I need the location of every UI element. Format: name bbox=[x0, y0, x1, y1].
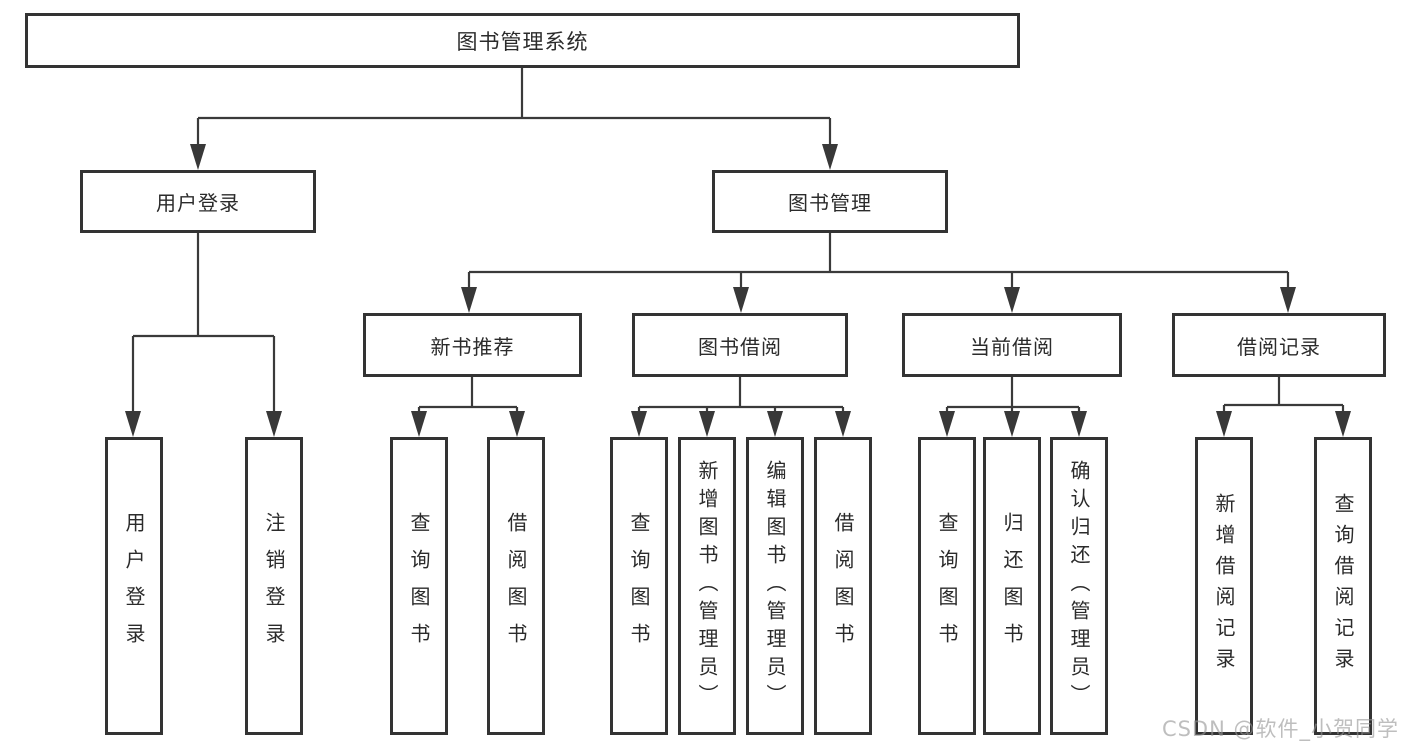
leaf-add-borrow-record: 新增借阅记录 bbox=[1195, 437, 1253, 735]
leaf-query-borrow-record-label: 查询借阅记录 bbox=[1331, 493, 1355, 679]
leaf-confirm-return-admin: 确认归还（管理员） bbox=[1050, 437, 1108, 735]
leaf-logout-login: 注销登录 bbox=[245, 437, 303, 735]
node-borrowing-records: 借阅记录 bbox=[1172, 313, 1386, 377]
leaf-logout-login-label: 注销登录 bbox=[262, 512, 286, 660]
node-current-borrowing: 当前借阅 bbox=[902, 313, 1122, 377]
node-book-borrowing: 图书借阅 bbox=[632, 313, 848, 377]
node-new-book-recommend-label: 新书推荐 bbox=[430, 334, 515, 359]
leaf-return-book: 归还图书 bbox=[983, 437, 1041, 735]
leaf-user-login: 用户登录 bbox=[105, 437, 163, 735]
node-root: 图书管理系统 bbox=[25, 13, 1020, 68]
node-book-borrowing-label: 图书借阅 bbox=[698, 334, 782, 359]
leaf-query-book-1: 查询图书 bbox=[390, 437, 448, 735]
leaf-edit-book-admin: 编辑图书（管理员） bbox=[746, 437, 804, 735]
leaf-borrow-book-1: 借阅图书 bbox=[487, 437, 545, 735]
leaf-borrow-book-2: 借阅图书 bbox=[814, 437, 872, 735]
node-new-book-recommend: 新书推荐 bbox=[363, 313, 582, 377]
node-current-borrowing-label: 当前借阅 bbox=[970, 334, 1054, 359]
leaf-user-login-label: 用户登录 bbox=[122, 512, 146, 660]
leaf-query-borrow-record: 查询借阅记录 bbox=[1314, 437, 1372, 735]
leaf-query-book-2-label: 查询图书 bbox=[627, 512, 651, 660]
node-book-management: 图书管理 bbox=[712, 170, 948, 233]
leaf-add-book-admin-label: 新增图书（管理员） bbox=[695, 460, 719, 712]
leaf-query-book-3-label: 查询图书 bbox=[935, 512, 959, 660]
leaf-borrow-book-2-label: 借阅图书 bbox=[831, 512, 855, 660]
leaf-query-book-3: 查询图书 bbox=[918, 437, 976, 735]
leaf-query-book-2: 查询图书 bbox=[610, 437, 668, 735]
node-user-login: 用户登录 bbox=[80, 170, 316, 233]
node-user-login-label: 用户登录 bbox=[156, 191, 240, 215]
leaf-confirm-return-admin-label: 确认归还（管理员） bbox=[1067, 460, 1091, 712]
node-borrowing-records-label: 借阅记录 bbox=[1237, 334, 1321, 359]
leaf-edit-book-admin-label: 编辑图书（管理员） bbox=[763, 460, 787, 712]
leaf-query-book-1-label: 查询图书 bbox=[407, 512, 431, 660]
leaf-borrow-book-1-label: 借阅图书 bbox=[504, 512, 528, 660]
leaf-add-book-admin: 新增图书（管理员） bbox=[678, 437, 736, 735]
leaf-return-book-label: 归还图书 bbox=[1000, 512, 1024, 660]
csdn-watermark: CSDN @软件_小贺同学 bbox=[1161, 717, 1399, 741]
leaf-add-borrow-record-label: 新增借阅记录 bbox=[1212, 493, 1236, 679]
node-root-label: 图书管理系统 bbox=[456, 29, 589, 54]
node-book-management-label: 图书管理 bbox=[788, 191, 872, 215]
